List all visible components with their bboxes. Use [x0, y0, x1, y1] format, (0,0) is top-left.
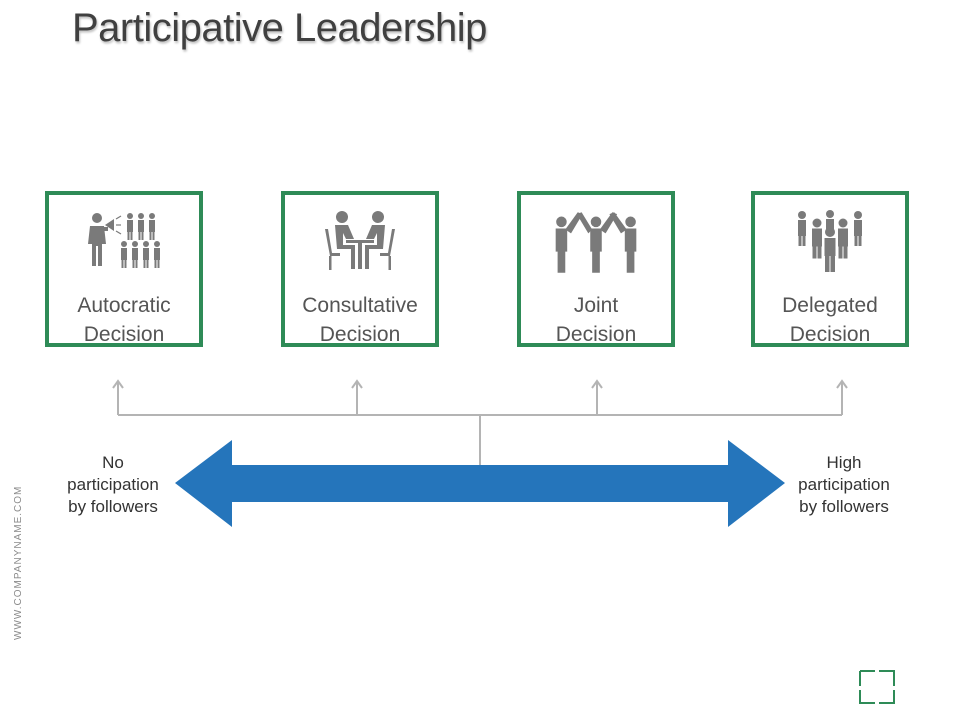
arrowhead-1	[112, 379, 124, 389]
page-title: Participative Leadership	[72, 6, 487, 50]
company-url: WWW.COMPANYNAME.COM	[13, 485, 24, 640]
high-label-line1: High	[826, 453, 862, 472]
joined-hands-icon	[555, 212, 637, 273]
card-label-line2: Decision	[319, 323, 401, 346]
double-arrow	[175, 440, 785, 527]
arrowhead-4	[836, 379, 848, 389]
card-delegated-decision: Delegated Decision	[751, 191, 909, 347]
arrowhead-2	[351, 379, 363, 389]
card-label: Delegated Decision	[755, 291, 905, 349]
card-label-line1: Autocratic	[77, 294, 171, 317]
high-label-line2: participation	[798, 475, 890, 494]
card-label: Consultative Decision	[285, 291, 435, 349]
card-label-line1: Delegated	[782, 294, 878, 317]
card-label-line2: Decision	[789, 323, 871, 346]
card-label: Autocratic Decision	[49, 291, 199, 349]
megaphone-crowd-icon	[88, 213, 160, 268]
corner-frame-icon	[859, 670, 895, 704]
arrowhead-3	[591, 379, 603, 389]
meeting-table-icon	[325, 211, 395, 270]
group-icon	[798, 210, 862, 272]
card-consultative-decision: Consultative Decision	[281, 191, 439, 347]
card-label: Joint Decision	[521, 291, 671, 349]
low-participation-label: No participation by followers	[53, 452, 173, 518]
high-participation-label: High participation by followers	[784, 452, 904, 518]
low-label-line3: by followers	[68, 497, 158, 516]
card-joint-decision: Joint Decision	[517, 191, 675, 347]
low-label-line1: No	[102, 453, 124, 472]
card-label-line2: Decision	[83, 323, 165, 346]
card-autocratic-decision: Autocratic Decision	[45, 191, 203, 347]
low-label-line2: participation	[67, 475, 159, 494]
card-label-line1: Consultative	[302, 294, 418, 317]
card-label-line2: Decision	[555, 323, 637, 346]
high-label-line3: by followers	[799, 497, 889, 516]
card-label-line1: Joint	[573, 294, 619, 317]
